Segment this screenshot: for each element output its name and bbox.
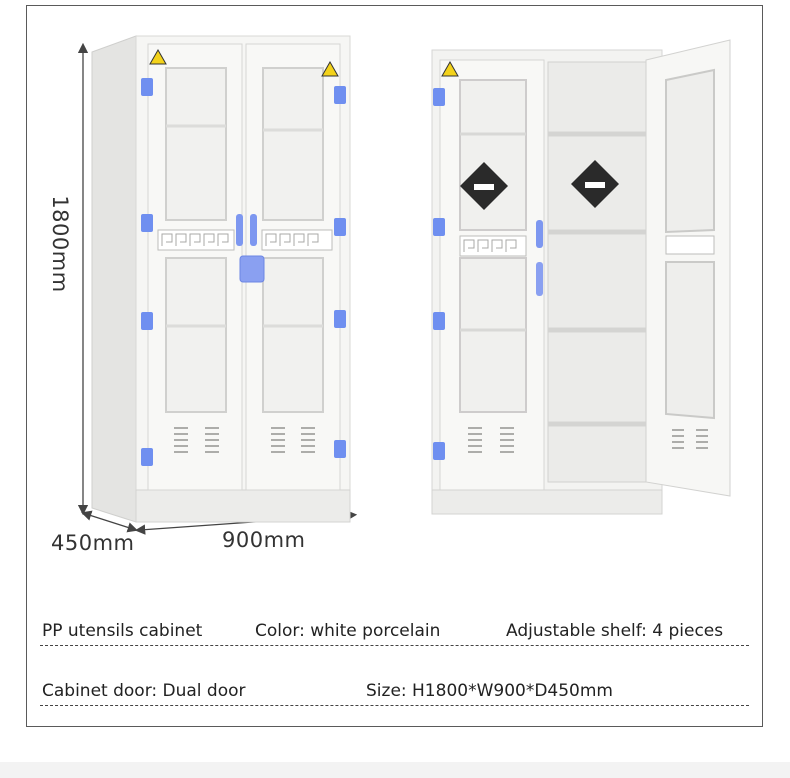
spec-door: Cabinet door: Dual door — [42, 681, 246, 701]
spec-shelf: Adjustable shelf: 4 pieces — [506, 621, 724, 641]
corrosive-label-icon — [460, 162, 508, 210]
hazard-warning-icon — [149, 48, 339, 77]
spec-divider — [40, 645, 749, 646]
spec-size: Size: H1800*W900*D450mm — [366, 681, 613, 701]
height-dimension-label: 1800mm — [48, 195, 72, 293]
spec-product-name: PP utensils cabinet — [42, 621, 203, 641]
corrosive-label-icon — [571, 160, 619, 208]
spec-divider — [40, 705, 749, 706]
footer-band — [0, 762, 790, 778]
spec-color: Color: white porcelain — [255, 621, 441, 641]
hazard-warning-icon — [441, 60, 459, 77]
width-dimension-label: 900mm — [222, 528, 306, 552]
cabinet-open — [431, 39, 731, 515]
cabinet-closed — [91, 35, 351, 523]
depth-dimension-label: 450mm — [51, 531, 135, 555]
